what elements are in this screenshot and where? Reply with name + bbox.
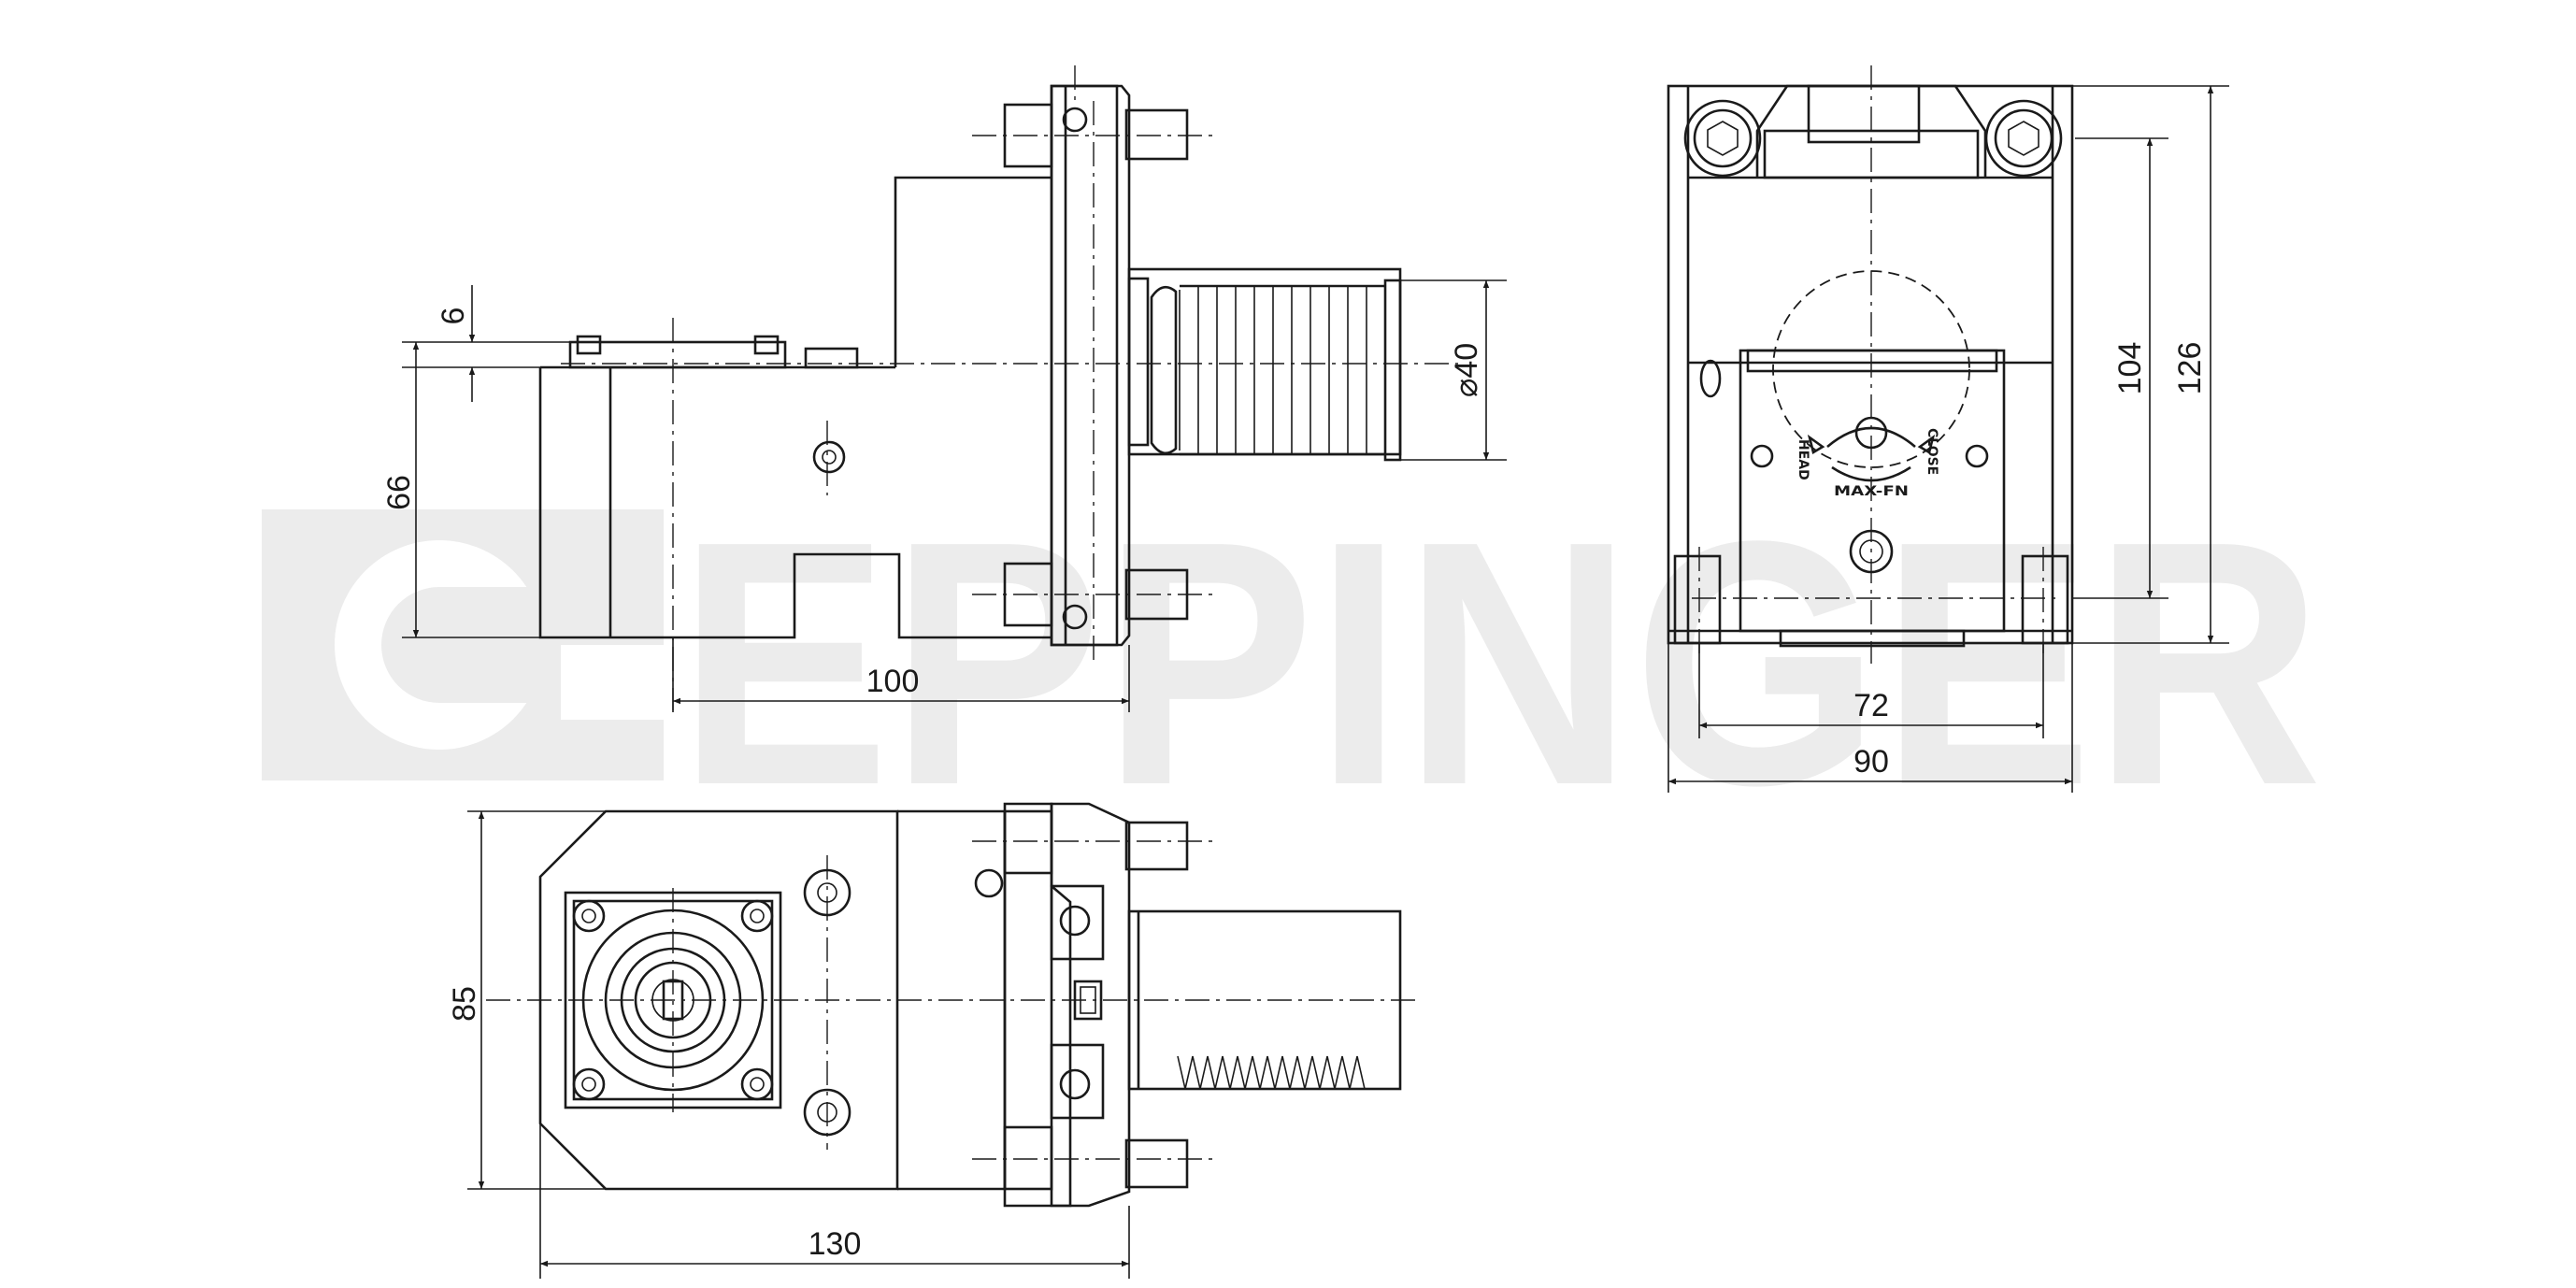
eppinger-logo-icon [262,509,664,780]
dim-72-text: 72 [1853,688,1889,723]
corner-bolt-right-icon [1984,99,2063,178]
dim-6-text: 6 [436,308,471,325]
top-view-bolt-top-icon [1003,809,1189,875]
dim-130-text: 130 [809,1226,862,1262]
watermark-brand-text: EPPINGER [678,468,2323,857]
dimension-104: 104 [2072,137,2168,599]
drive-plate-screws-icon [572,899,774,1101]
dim-126-text: 126 [2172,342,2208,395]
eppinger-watermark: EPPINGER [262,468,2323,857]
top-view-bolt-bottom-icon [1003,1125,1189,1191]
end-label-right: CLOSE [1925,428,1939,475]
dim-100-text: 100 [866,664,920,699]
dim-66-text: 66 [381,475,417,510]
dim-diameter-40-text: ⌀40 [1449,343,1484,397]
dimension-126: 126 [2010,85,2229,644]
dimension-66: 66 [381,342,540,638]
serrated-shank [1127,267,1402,462]
face-screw-icon [812,440,846,474]
end-label-left: HEAD [1796,439,1810,480]
end-view: HEAD CLOSE MAX-FN 104 126 72 [1667,65,2229,793]
dim-85-text: 85 [447,986,482,1022]
dimension-90: 90 [1667,643,2073,793]
corner-bolt-left-icon [1683,99,1762,178]
dimension-6: 6 [402,285,570,402]
dimension-diameter-40: ⌀40 [1400,279,1507,461]
dimension-85: 85 [447,810,606,1190]
dim-104-text: 104 [2112,342,2148,395]
dimension-100: 100 [672,637,1130,712]
dimension-130: 130 [539,1123,1130,1279]
side-view: 6 66 100 ⌀40 [381,65,1507,712]
top-view: 85 130 [447,802,1421,1279]
dim-90-text: 90 [1853,744,1889,780]
dimension-72: 72 [1698,643,2044,738]
